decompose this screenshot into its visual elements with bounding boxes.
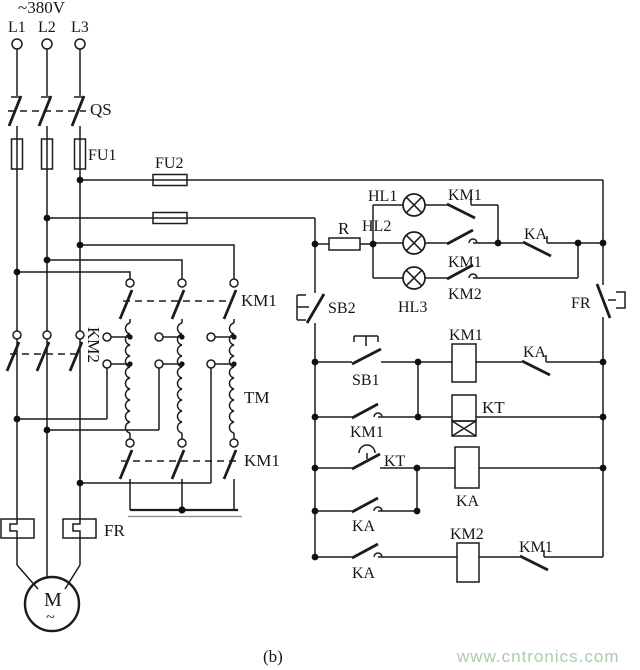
label-kt-contact: KT: [384, 453, 406, 470]
km1-no-contact-hl2: [446, 228, 498, 246]
ka-no-parallel-contact: [351, 496, 383, 514]
tm-taps: [102, 332, 237, 369]
label-l3: L3: [71, 19, 89, 36]
label-hl3: HL3: [398, 299, 427, 316]
km1-nc-interlock: [519, 550, 603, 572]
ka-nc-contact-km1row: [521, 355, 603, 377]
label-km2-main: KM2: [84, 327, 103, 363]
junction-dots: [13, 176, 607, 561]
label-km1-main-bottom: KM1: [244, 451, 280, 470]
label-hl1: HL1: [368, 188, 397, 205]
fr-nc-contact: [595, 283, 626, 319]
label-qs: QS: [90, 100, 112, 119]
label-fr-heater: FR: [104, 521, 125, 540]
km2-no-contact-hl3: [446, 263, 578, 281]
thermal-overload-heaters: [0, 518, 97, 539]
watermark: www.cntronics.com: [456, 647, 619, 666]
qs-switch: [7, 95, 86, 138]
right-bus: [595, 180, 626, 557]
label-sb1: SB1: [352, 372, 380, 389]
motor: [16, 538, 81, 633]
label-km1-main-top: KM1: [241, 291, 277, 310]
km1-main-contacts-bottom: [118, 438, 242, 518]
label-ka-km1row: KA: [523, 344, 547, 361]
label-ka-lamp-row: KA: [524, 226, 548, 243]
km1-main-contacts-top: [118, 278, 239, 323]
label-km1-hl1: KM1: [448, 187, 482, 204]
label-fu1: FU1: [88, 147, 116, 164]
label-km1-hl2: KM1: [448, 254, 482, 271]
row-kt-coil: [315, 362, 603, 437]
row-ka-coil: [315, 444, 603, 489]
label-fu2: FU2: [155, 155, 183, 172]
sb1-start-button: [351, 335, 382, 366]
label-km1-selfhold: KM1: [350, 424, 384, 441]
resistor-r: [315, 237, 373, 251]
label-hl2: HL2: [362, 218, 391, 235]
label-r: R: [338, 219, 350, 238]
label-tm: TM: [244, 388, 270, 407]
km1-no-selfhold: [351, 402, 383, 420]
lamp-branches: [372, 193, 603, 290]
label-motor-tilde: ~: [46, 609, 55, 626]
label-sb2: SB2: [328, 300, 356, 317]
label-motor-m: M: [44, 589, 62, 611]
figure-caption: (b): [263, 647, 283, 666]
label-kt-coil: KT: [482, 398, 505, 417]
label-km1-interlock: KM1: [519, 539, 553, 556]
km1-start-feeders: [17, 244, 235, 279]
label-ka-parallel: KA: [352, 518, 376, 535]
km1-nc-contact-hl1: [446, 196, 498, 220]
autotransformer-tm: [17, 322, 237, 484]
km2-main-contacts: [5, 330, 85, 372]
phase-lines: [16, 170, 81, 578]
label-fr-contact: FR: [571, 295, 591, 312]
label-ka-coil: KA: [456, 493, 480, 510]
row-km1-coil: [315, 335, 603, 383]
label-l2: L2: [38, 19, 56, 36]
label-ka-km2row: KA: [352, 565, 376, 582]
ka-no-km2row: [351, 542, 383, 560]
sb2-stop-button: [296, 293, 326, 324]
label-l1: L1: [8, 19, 26, 36]
row-ka-parallel: [315, 468, 418, 514]
row-km2-coil: [315, 542, 603, 583]
label-supply-voltage: ~380V: [18, 0, 66, 17]
label-km2-coil: KM2: [450, 526, 484, 543]
fu2-fuses: [47, 173, 603, 244]
kt-delayed-contact: [351, 444, 381, 471]
supply-terminals: [11, 38, 86, 96]
left-control-bus: [296, 244, 326, 557]
label-km2-hl3: KM2: [448, 286, 482, 303]
label-km1-coil: KM1: [449, 327, 483, 344]
fu1-fuses: [10, 138, 87, 170]
